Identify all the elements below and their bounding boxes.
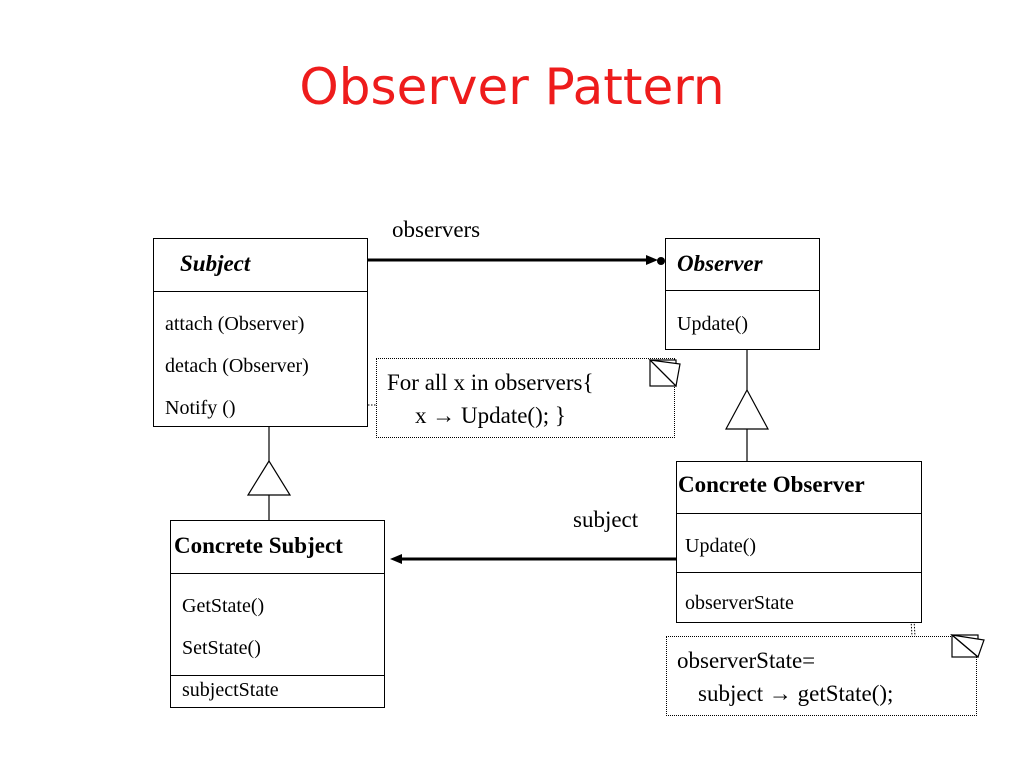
subject-arrowhead — [390, 554, 402, 564]
observers-role-label: observers — [392, 217, 481, 242]
subject-class-name: Subject — [180, 251, 251, 276]
observer-class-box: Observer Update() — [665, 238, 820, 350]
slide-title: Observer Pattern — [299, 58, 725, 116]
observer-op-update: Update() — [677, 313, 749, 335]
concrete-observer-attr-state: observerState — [685, 592, 794, 614]
concrete-observer-divider-2 — [677, 572, 921, 573]
concrete-subject-class-name: Concrete Subject — [174, 533, 343, 558]
notify-note: For all x in observers{ x → Update(); } — [376, 358, 681, 438]
observers-arrowhead — [646, 255, 658, 265]
concrete-observer-op-update: Update() — [685, 535, 757, 557]
observer-divider — [666, 290, 819, 291]
concrete-subject-class-box: Concrete Subject GetState() SetState() s… — [170, 520, 385, 708]
concrete-subject-attr-state: subjectState — [182, 679, 279, 701]
subject-class-box: Subject attach (Observer) detach (Observ… — [153, 238, 368, 427]
subject-inheritance-triangle — [246, 459, 292, 496]
subject-op-notify: Notify () — [165, 397, 236, 419]
concrete-observer-class-name: Concrete Observer — [678, 472, 865, 497]
concrete-observer-divider-1 — [677, 513, 921, 514]
note-dogear-icon — [950, 634, 985, 659]
concrete-subject-op-setstate: SetState() — [182, 637, 261, 659]
note-dogear-icon — [648, 359, 681, 388]
notify-note-line-2: x → Update(); } — [415, 403, 566, 428]
subject-divider — [154, 291, 367, 292]
observers-multiplicity-dot — [657, 257, 665, 265]
concrete-subject-divider-1 — [171, 573, 384, 574]
concrete-observer-class-box: Concrete Observer Update() observerState — [676, 461, 922, 623]
subject-op-attach: attach (Observer) — [165, 313, 305, 335]
observer-class-name: Observer — [677, 251, 763, 276]
notify-note-line-1: For all x in observers{ — [387, 370, 594, 395]
state-note-line-2: subject → getState(); — [698, 681, 894, 706]
subject-role-label: subject — [573, 507, 639, 532]
state-note-line-1: observerState= — [677, 648, 816, 673]
subject-op-detach: detach (Observer) — [165, 355, 309, 377]
concrete-subject-op-getstate: GetState() — [182, 595, 265, 617]
concrete-subject-divider-2 — [171, 675, 384, 676]
observer-inheritance-triangle — [724, 388, 770, 430]
observer-state-note: observerState= subject → getState(); — [666, 634, 985, 716]
